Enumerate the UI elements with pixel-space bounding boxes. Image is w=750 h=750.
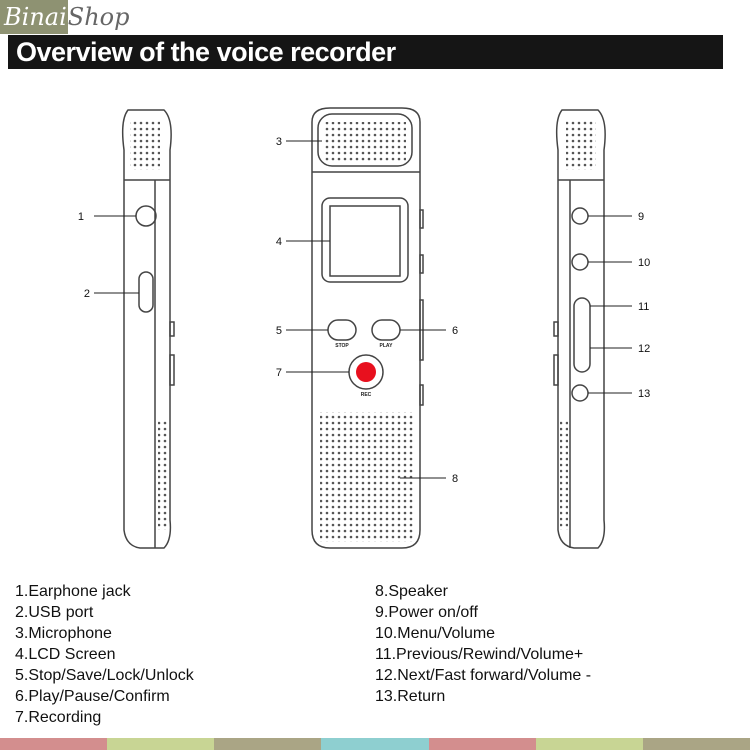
callout-8: 8	[452, 473, 458, 485]
legend-item: 9.Power on/off	[375, 604, 478, 621]
left-side-view	[121, 109, 175, 549]
legend-item: 12.Next/Fast forward/Volume -	[375, 667, 592, 684]
legend-item: 11.Previous/Rewind/Volume+	[375, 646, 584, 663]
rocker-button[interactable]	[573, 297, 591, 373]
callout-12: 12	[638, 343, 650, 355]
legend-item: 5.Stop/Save/Lock/Unlock	[15, 667, 194, 684]
logo-part2: Shop	[67, 3, 130, 31]
legend-right: 8.Speaker 9.Power on/off 10.Menu/Volume …	[375, 581, 591, 707]
play-button[interactable]	[371, 319, 401, 341]
color-stripe	[214, 738, 322, 750]
callout-4: 4	[276, 236, 282, 248]
callout-7: 7	[276, 367, 282, 379]
color-stripe	[0, 738, 108, 750]
legend-item: 4.LCD Screen	[15, 646, 116, 663]
brand-logo: BinaiShop	[0, 0, 129, 34]
power-button[interactable]	[571, 207, 589, 225]
earphone-jack	[135, 205, 157, 227]
usb-port	[138, 271, 154, 313]
legend-item: 6.Play/Pause/Confirm	[15, 688, 170, 705]
stop-label: STOP	[335, 343, 349, 349]
callout-10: 10	[638, 257, 650, 269]
callout-6: 6	[452, 325, 458, 337]
legend-item: 1.Earphone jack	[15, 583, 131, 600]
play-label: PLAY	[380, 343, 394, 349]
return-button[interactable]	[571, 384, 589, 402]
callout-lines	[94, 140, 632, 479]
color-stripe	[428, 738, 536, 750]
color-stripe	[535, 738, 643, 750]
rec-label: REC	[361, 392, 372, 398]
legend-left: 1.Earphone jack 2.USB port 3.Microphone …	[15, 581, 194, 728]
callout-9: 9	[638, 211, 644, 223]
microphone	[317, 113, 413, 167]
stop-button[interactable]	[327, 319, 357, 341]
legend-item: 8.Speaker	[375, 583, 448, 600]
callout-1: 1	[78, 211, 84, 223]
callout-3: 3	[276, 136, 282, 148]
lcd-screen	[321, 197, 409, 283]
legend-item: 10.Menu/Volume	[375, 625, 496, 642]
color-stripe-footer	[0, 738, 750, 750]
color-stripe	[321, 738, 429, 750]
callout-11: 11	[638, 301, 649, 313]
color-stripe	[107, 738, 215, 750]
legend-item: 7.Recording	[15, 709, 102, 726]
color-stripe	[642, 738, 750, 750]
page-title: Overview of the voice recorder	[8, 35, 723, 69]
callout-13: 13	[638, 388, 650, 400]
front-view	[311, 107, 424, 549]
callout-5: 5	[276, 325, 282, 337]
legend-item: 13.Return	[375, 688, 446, 705]
callout-2: 2	[84, 288, 90, 300]
legend-item: 3.Microphone	[15, 625, 112, 642]
menu-button[interactable]	[571, 253, 589, 271]
right-side-view	[553, 109, 606, 549]
logo-part1: Binai	[0, 0, 68, 34]
legend-item: 2.USB port	[15, 604, 94, 621]
speaker-grill	[320, 412, 414, 542]
